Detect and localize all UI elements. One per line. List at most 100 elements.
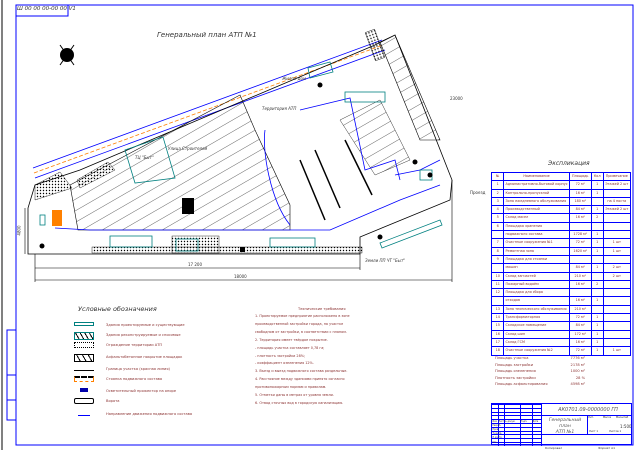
table-cell: 1: [590, 188, 604, 198]
label-right-note: Земли ПП ЧТ "Быт": [365, 258, 406, 263]
title-block-grid-row: [492, 415, 541, 417]
table-cell: 1: [590, 313, 604, 323]
building-8: [269, 237, 316, 248]
table-cell: [590, 221, 604, 232]
summary-value: 4598 м²: [570, 382, 585, 386]
table-cell: 84 м²: [568, 263, 592, 273]
table-cell: [568, 288, 592, 298]
table-cell: 16 м²: [568, 188, 592, 198]
col-lit: Лит.: [588, 416, 594, 419]
table-cell: [602, 188, 632, 198]
table-cell: машин: [503, 263, 570, 273]
table-cell: [602, 288, 632, 298]
table-cell: 1 шт: [602, 346, 632, 356]
table-cell: Этажей 2 шт: [602, 180, 632, 190]
table-cell: Этажей 2 шт: [602, 205, 632, 215]
table-cell: 3: [490, 196, 505, 207]
north-arrow-icon: [59, 44, 75, 66]
note-line: 2. Территория имеет твёрдое покрытие.: [255, 337, 328, 342]
title-block-grid-row: [492, 434, 541, 436]
table-cell: [490, 263, 505, 273]
table-cell: Площадка хранения: [503, 221, 570, 232]
legend-label: Граница участка (красная линия): [106, 367, 170, 371]
table-cell: 1: [590, 205, 604, 215]
drawing-title-line1: Генеральный план: [548, 418, 582, 429]
summary-value: 1000 м²: [570, 369, 585, 373]
table-cell: Очистные сооружения №2: [503, 346, 570, 356]
title-block-grid-row: [492, 411, 541, 413]
plan-title: Генеральный план АТП №1: [157, 31, 257, 39]
note-line: 6. Отвод сточных вод в городскую канализ…: [255, 400, 344, 405]
table-cell: 16 м²: [568, 337, 592, 348]
note-line: 4. Расстояние между зданиями принято сог…: [255, 377, 345, 382]
table-cell: 2: [490, 188, 505, 198]
table-cell: Склад ГСМ: [503, 337, 570, 348]
label-dim-right: 23000: [450, 96, 463, 101]
summary-label: Площадь асфальтирования: [495, 382, 548, 386]
table-cell: Трансформаторная: [503, 313, 570, 323]
table-cell: [602, 304, 632, 315]
table-cell: [590, 271, 604, 281]
table-cell: [602, 313, 632, 323]
summary-label: Площадь застройки: [495, 362, 534, 367]
table-cell: [602, 329, 632, 339]
table-cell: 210 м²: [568, 304, 592, 315]
summary-value: 28 %: [575, 375, 585, 380]
note-line: 3. Въезд и выезд подвижного состава разд…: [255, 369, 348, 374]
table-cell: 5: [490, 213, 505, 223]
table-cell: 16 м²: [568, 296, 592, 306]
table-cell: 180 м²: [568, 196, 592, 207]
title-block-role: Разраб.: [492, 423, 502, 427]
table-cell: 1728 м²: [568, 230, 592, 240]
table-cell: 1: [590, 180, 604, 190]
title-block-header: № докум.: [504, 419, 516, 423]
lamp-icons: [39, 82, 433, 252]
vehicle-rows: [299, 139, 373, 221]
table-cell: [602, 296, 632, 306]
title-block-grid-row: [492, 442, 541, 443]
table-cell: 1: [590, 296, 604, 306]
format-label: Формат А1: [598, 446, 616, 450]
notes-title: Технические требования: [298, 307, 346, 311]
table-cell: 8: [490, 246, 505, 256]
table-cell: 72 м²: [568, 180, 592, 190]
legend-item: Осветительный прожектор на опоре: [74, 388, 224, 398]
legend-label: Ворота: [106, 399, 120, 403]
table-cell: 72 м²: [568, 238, 592, 248]
table-cell: [490, 296, 505, 306]
title-block-role: Н.контр.: [492, 436, 503, 440]
table-cell: 4: [490, 205, 505, 215]
summary-row: Площадь застройки 2178 м²: [495, 362, 585, 369]
table-cell: [568, 221, 592, 232]
table-cell: 1620 м²: [568, 246, 592, 256]
table-cell: [590, 254, 604, 265]
table-cell: 16 м²: [568, 213, 592, 223]
legend-label: Осветительный прожектор на опоре: [106, 389, 177, 393]
drawing-title-line2: АТП №1: [555, 430, 575, 435]
legend-symbol-icon: [74, 376, 94, 382]
note-line: свободном от застройки, в соответствии с…: [255, 329, 347, 334]
table-cell: Склад шин: [503, 329, 570, 339]
legend-label: Стоянка подвижного состава: [106, 377, 163, 381]
legend-item: Здания проектируемые и существующие: [74, 322, 224, 332]
legend-symbol-icon: [74, 354, 94, 362]
title-block-header: Изм: [492, 419, 497, 423]
title-block-header: Подп.: [520, 419, 528, 423]
table-cell: 16: [490, 329, 505, 339]
table-cell: 9: [490, 254, 505, 265]
scale-value: 1:500: [620, 424, 632, 429]
label-dim-outer: 18000: [234, 274, 247, 279]
summary-value: 2178 м²: [570, 362, 585, 367]
table-cell: Производственный: [503, 205, 570, 215]
summary-label: Площадь участка: [495, 356, 529, 360]
title-block-grid-row: [492, 404, 541, 405]
